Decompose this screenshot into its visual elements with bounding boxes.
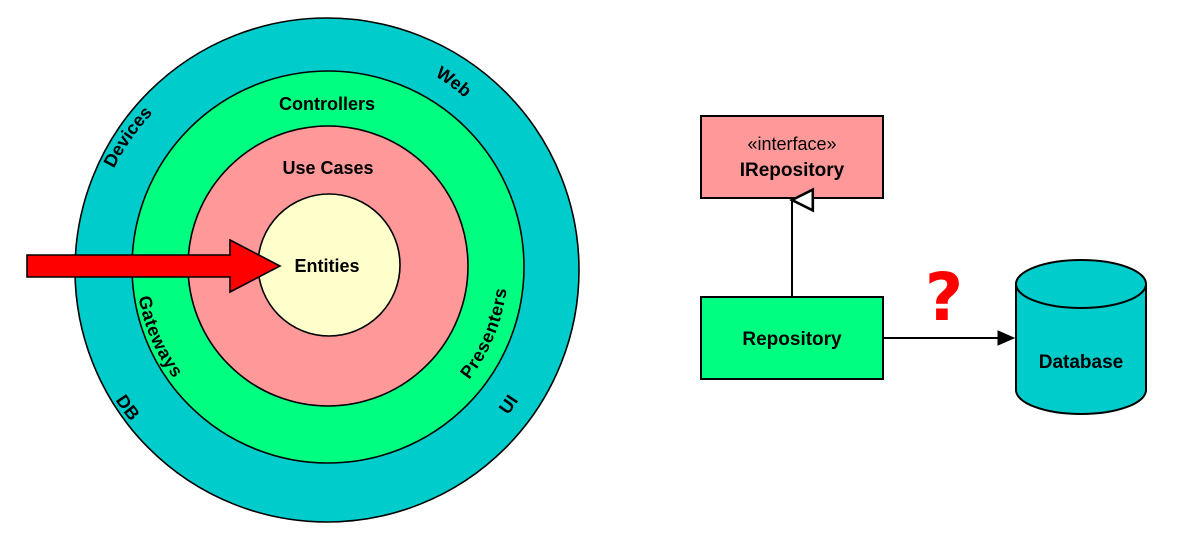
repository-name: Repository: [742, 329, 842, 350]
question-mark: ?: [925, 259, 963, 336]
database-body: [1015, 284, 1147, 415]
uml-diagram: «interface» IRepository Repository ? Dat…: [700, 115, 1147, 415]
database-top: [1015, 259, 1147, 309]
interface-stereotype: «interface»: [747, 134, 836, 154]
label-use-cases: Use Cases: [282, 158, 373, 178]
label-entities: Entities: [294, 256, 359, 276]
label-controllers: Controllers: [279, 94, 375, 114]
interface-name: IRepository: [740, 160, 845, 181]
dependency-arrow: [26, 238, 282, 294]
database-name: Database: [1039, 352, 1124, 373]
interface-box[interactable]: [700, 115, 884, 199]
database-cylinder[interactable]: Database: [1015, 259, 1147, 415]
